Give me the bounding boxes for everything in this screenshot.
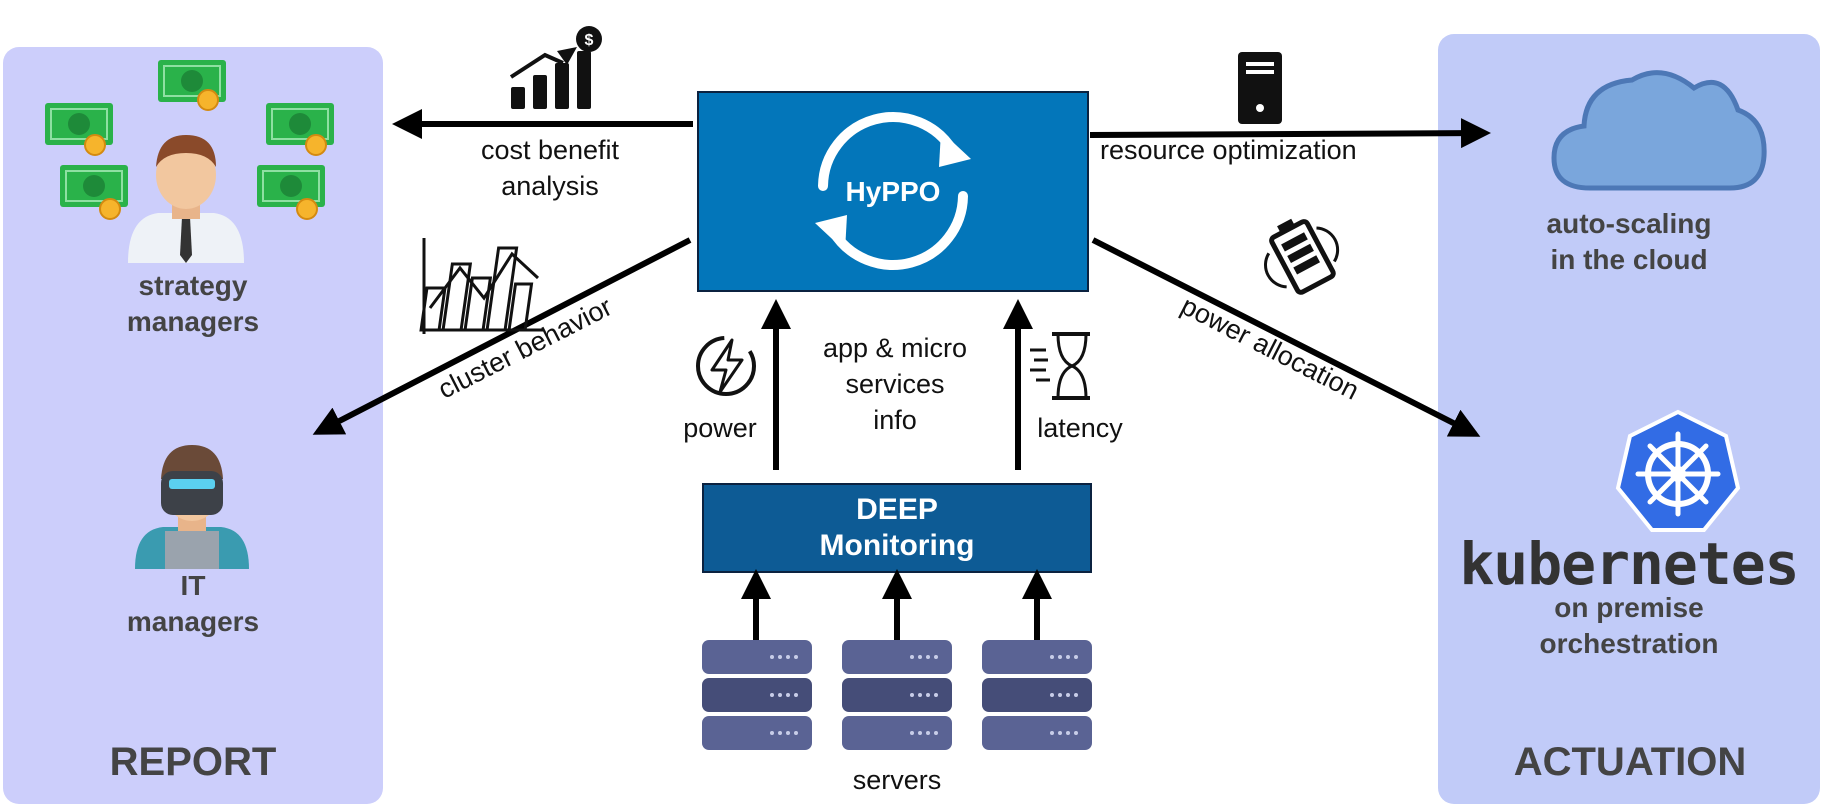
server-racks [702,640,1092,750]
cost-benefit-label: cost benefit analysis [480,135,620,201]
on-premise-label: on premise orchestration [1539,592,1719,659]
cloud-label: auto-scaling in the cloud [1546,208,1712,275]
arrows [312,109,1491,640]
money-icon [257,165,325,220]
server-rack-icon [702,640,812,750]
report-title: REPORT [109,740,277,784]
it-managers-label: IT managers [126,570,260,637]
kubernetes-helm-icon [1615,409,1741,532]
power-label: power [683,413,757,443]
actuation-title: ACTUATION [1513,740,1747,784]
strategy-managers-label: strategy managers [126,270,260,337]
arrow-resource-optimization [1089,118,1491,149]
hyppo-box[interactable]: HyPPO [697,91,1089,292]
money-icon [45,103,113,156]
latency-label: latency [1037,413,1123,443]
chart-up-icon: $ [509,26,602,109]
arrow-cluster-behavior [312,237,692,435]
deep-label: DEEP [856,493,938,526]
resource-optimization-label: resource optimization [1100,135,1357,165]
histogram-icon [419,238,544,334]
engineer-person-icon [135,445,249,569]
svg-text:$: $ [585,32,594,49]
server-rack-icon [842,640,952,750]
hyppo-label: HyPPO [845,175,941,207]
money-icon [266,103,334,156]
app-info-label: app & micro services info [822,333,968,435]
money-icon [60,165,128,220]
servers-label: servers [852,765,942,795]
kubernetes-wordmark: kubernetes [1459,530,1799,598]
sync-icon [815,112,971,270]
hourglass-icon [1030,332,1090,400]
server-rack-icon [982,640,1092,750]
manager-person-icon [128,135,244,263]
cloud-icon [1551,70,1767,191]
arrow-power-allocation [1091,237,1481,437]
battery-icon [1264,218,1340,295]
money-icons [45,60,334,220]
bolt-icon [696,336,756,396]
monitoring-label: Monitoring [819,529,975,562]
money-icon [158,60,226,111]
pc-tower-icon [1238,52,1282,124]
